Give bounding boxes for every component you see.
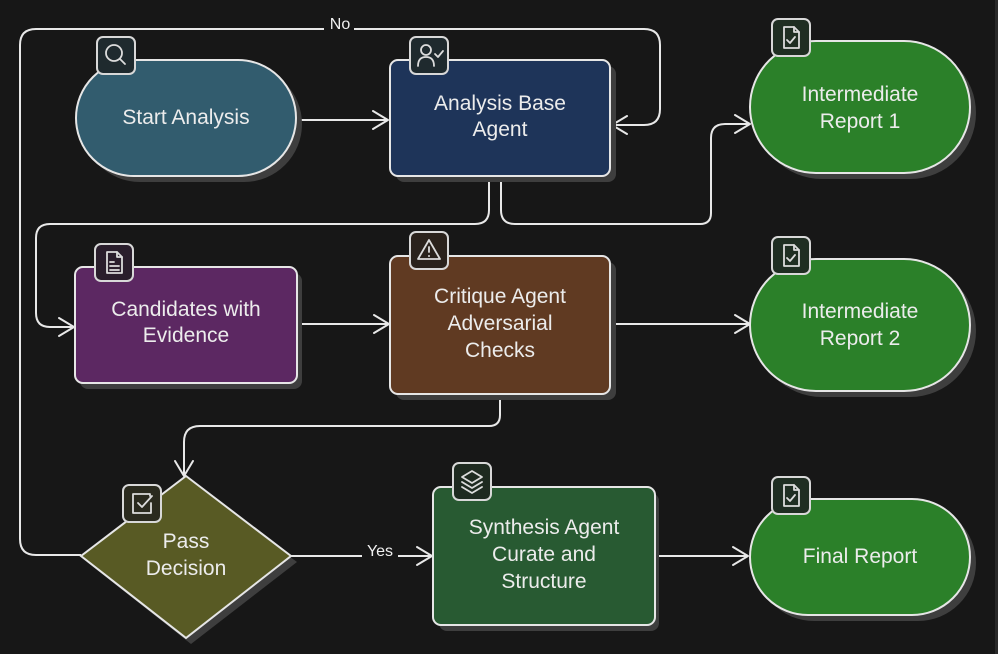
node-base-label-line2: Agent <box>473 118 528 141</box>
checkbox-icon <box>122 484 162 523</box>
node-final-label: Final Report <box>803 545 918 568</box>
edge-base-to-candidates <box>35 177 490 328</box>
node-synthesis-label-line2: Curate and <box>492 543 596 566</box>
node-pass-label-line1: Pass <box>163 530 210 553</box>
node-pass-decision[interactable]: Pass Decision <box>79 474 297 644</box>
node-synthesis-shape <box>432 486 656 626</box>
node-final-shape <box>749 498 971 616</box>
file-check-icon <box>771 18 811 57</box>
edge-base-to-report1-arrowhead <box>734 114 751 134</box>
edge-label-yes: Yes <box>367 543 393 560</box>
node-base-shape <box>389 59 611 177</box>
node-final-report[interactable]: Final Report <box>749 498 976 621</box>
node-start-shape <box>75 59 297 177</box>
node-critique-agent[interactable]: Critique Agent Adversarial Checks <box>389 255 616 400</box>
node-critique-label-line2: Adversarial <box>447 312 552 335</box>
search-icon <box>96 36 136 75</box>
edge-base-to-report1 <box>500 123 750 225</box>
file-check-icon <box>771 476 811 515</box>
node-synthesis-label-line1: Synthesis Agent <box>469 516 620 539</box>
node-candidates-label-line2: Evidence <box>143 324 229 347</box>
node-candidates-label-line1: Candidates with <box>111 298 260 321</box>
edge-start-to-base-arrowhead <box>372 110 389 130</box>
node-synthesis-agent[interactable]: Synthesis Agent Curate and Structure <box>432 486 659 631</box>
node-ir1-shape <box>749 40 971 174</box>
node-start-label: Start Analysis <box>122 106 249 129</box>
edge-critique-to-pass-arrowhead <box>174 460 194 477</box>
node-ir2-label-line2: Report 2 <box>820 327 901 350</box>
node-start-analysis[interactable]: Start Analysis <box>75 59 302 182</box>
node-ir1-label-line1: Intermediate <box>802 83 919 106</box>
warning-icon <box>409 231 449 270</box>
node-intermediate-report-1[interactable]: Intermediate Report 1 <box>749 40 976 179</box>
file-check-icon <box>771 236 811 275</box>
node-critique-shape <box>389 255 611 395</box>
edge-critique-to-pass <box>183 394 501 476</box>
nodes-layer: Start Analysis Analysis Base Agent Inter… <box>74 40 976 644</box>
edge-label-no: No <box>330 16 351 33</box>
node-ir2-shape <box>749 258 971 392</box>
node-candidates-with-evidence[interactable]: Candidates with Evidence <box>74 266 302 389</box>
node-analysis-base-agent[interactable]: Analysis Base Agent <box>389 59 616 182</box>
node-critique-label-line1: Critique Agent <box>434 285 566 308</box>
node-candidates-shape <box>74 266 298 384</box>
node-intermediate-report-2[interactable]: Intermediate Report 2 <box>749 258 976 397</box>
file-text-icon <box>94 243 134 282</box>
node-synthesis-label-line3: Structure <box>501 570 586 593</box>
edge-synthesis-to-final-arrowhead <box>732 546 749 566</box>
node-pass-label-line2: Decision <box>146 557 227 580</box>
edges-layer: No Yes <box>19 14 751 566</box>
node-ir1-label-line2: Report 1 <box>820 110 901 133</box>
icons-layer <box>94 18 811 523</box>
scrollbar-track <box>995 0 998 654</box>
node-base-label-line1: Analysis Base <box>434 92 566 115</box>
layers-icon <box>452 462 492 501</box>
node-ir2-label-line1: Intermediate <box>802 300 919 323</box>
user-check-icon <box>409 36 449 75</box>
node-critique-label-line3: Checks <box>465 339 535 362</box>
